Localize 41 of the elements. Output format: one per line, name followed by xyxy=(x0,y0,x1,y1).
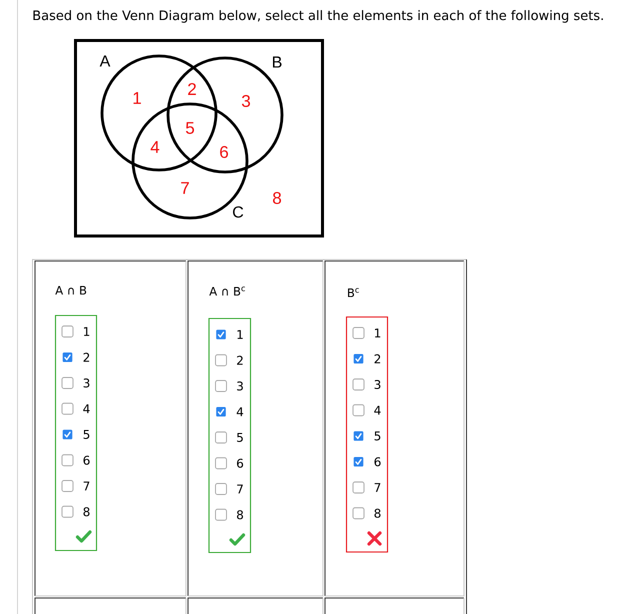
region-number: 6 xyxy=(220,146,228,158)
option-label: 2 xyxy=(374,354,380,364)
option-label: 4 xyxy=(236,407,244,416)
option-label: 4 xyxy=(83,404,90,414)
option-label: 2 xyxy=(237,356,243,365)
region-number: 1 xyxy=(134,92,141,104)
table-cell xyxy=(34,598,186,614)
region-number: 3 xyxy=(242,94,250,108)
table-cell xyxy=(188,598,324,614)
option-label: 6 xyxy=(84,456,90,465)
option-label: 5 xyxy=(84,430,90,439)
region-number: 4 xyxy=(150,141,160,153)
option-label: 2 xyxy=(84,352,90,362)
table-cell xyxy=(324,598,464,614)
option-label: 6 xyxy=(374,457,381,466)
option-label: 8 xyxy=(237,510,243,520)
set-label: A xyxy=(100,56,110,66)
option-label: 8 xyxy=(374,508,380,518)
instruction-text: Based on the Venn Diagram below, select all the elements in each of the following sets. xyxy=(33,10,603,23)
option-label: 7 xyxy=(374,483,380,492)
option-label: 7 xyxy=(84,482,90,490)
option-label: 8 xyxy=(84,507,90,516)
region-number: 8 xyxy=(273,192,281,204)
region-number: 2 xyxy=(188,83,196,95)
option-label: 5 xyxy=(374,432,380,440)
option-label: 4 xyxy=(374,406,381,415)
region-number: 5 xyxy=(186,122,194,134)
set-label: B xyxy=(273,56,282,68)
option-label: 5 xyxy=(237,433,243,442)
region-number: 7 xyxy=(181,182,189,194)
universe-box xyxy=(74,39,324,238)
set-label: C xyxy=(233,206,244,218)
option-label: 3 xyxy=(374,380,380,390)
option-label: 3 xyxy=(237,381,243,391)
option-label: 7 xyxy=(237,484,243,494)
option-label: 1 xyxy=(375,328,380,338)
option-label: 1 xyxy=(238,330,243,339)
option-label: 3 xyxy=(84,378,90,388)
option-label: 1 xyxy=(84,327,90,336)
option-label: 6 xyxy=(237,458,244,468)
table-frame xyxy=(32,259,467,614)
